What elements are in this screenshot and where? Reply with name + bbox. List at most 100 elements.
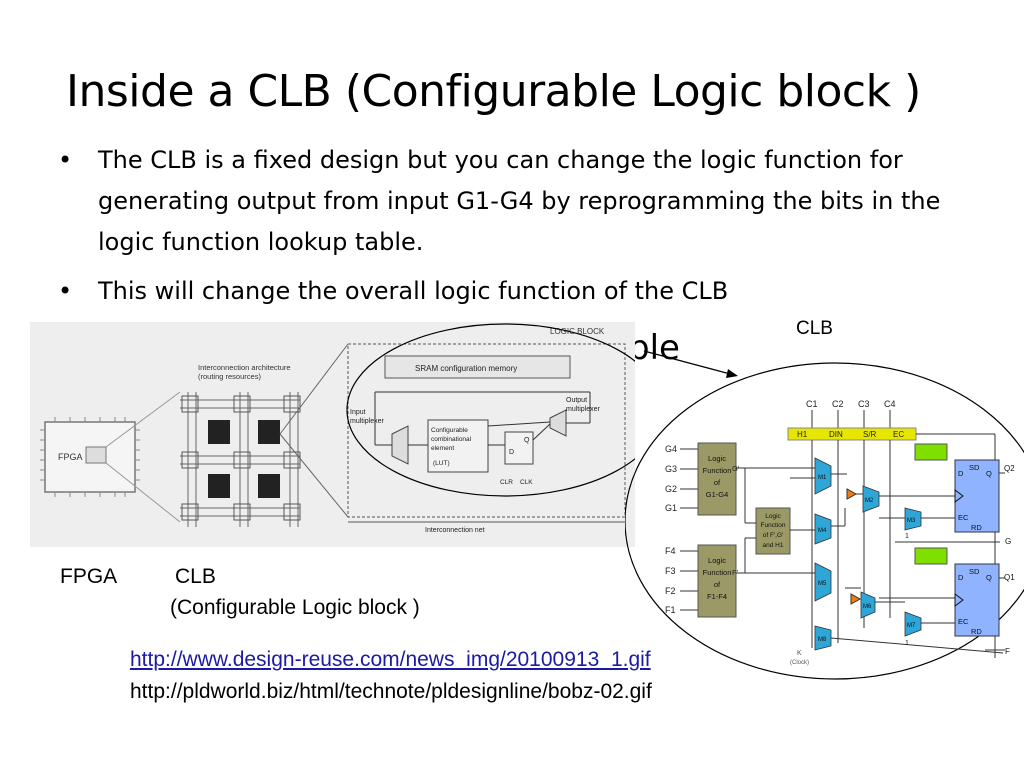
clock-label: K (797, 650, 802, 657)
obscured-text: ple (628, 328, 680, 368)
pointer-arrow (643, 350, 738, 378)
output-f: F (1005, 647, 1010, 656)
output-g: G (1005, 537, 1011, 546)
clr-label: CLR (500, 479, 513, 486)
ff2-d: D (958, 573, 964, 582)
output-q2: Q2 (1004, 464, 1015, 473)
mux-m5 (814, 562, 832, 602)
tri-buffer-1 (846, 488, 858, 500)
ff1-d: D (958, 469, 964, 478)
logic-block-label: LOGIC BLOCK (550, 327, 605, 336)
slide-title: Inside a CLB (Configurable Logic block ) (66, 66, 921, 117)
lut-f-line4: F1-F4 (707, 592, 727, 601)
clb-label: CLB (796, 318, 833, 339)
interconnect-arch-label: Interconnection architecture (198, 363, 291, 372)
mux-m2-label: M2 (865, 498, 874, 504)
output-mux-label-2: multiplexer (566, 406, 601, 413)
const-one-1: 1 (905, 533, 909, 540)
ff-q-label: Q (524, 437, 530, 444)
ctrl-sr: S/R (863, 430, 877, 439)
fpga-chip-label: FPGA (58, 452, 83, 462)
mux-m7 (904, 611, 922, 637)
flipflop-top: SD D Q EC RD (954, 459, 1000, 533)
ff2-q: Q (986, 573, 992, 582)
input-c4: C4 (884, 399, 896, 409)
mux-m1-label: M1 (818, 475, 827, 481)
mux-group (814, 457, 922, 651)
lut-g-line1: Logic (708, 454, 726, 463)
lut-g-line2: Function (703, 466, 732, 475)
input-f4: F4 (665, 546, 676, 556)
lut-label: (LUT) (433, 460, 450, 467)
f-prime-label: F' (732, 568, 739, 577)
source-link-1[interactable]: http://www.design-reuse.com/news_img/201… (130, 648, 651, 671)
lut-h (755, 507, 791, 555)
mux-m1 (814, 457, 832, 495)
mux-m8 (814, 625, 832, 651)
ctrl-ec: EC (893, 430, 904, 439)
const-one-2: 1 (905, 640, 909, 647)
clock-label-2: (Clock) (790, 660, 809, 666)
input-f3: F3 (665, 566, 676, 576)
sram-label: SRAM configuration memory (415, 364, 517, 373)
input-f2: F2 (665, 586, 676, 596)
g-prime-label: G' (732, 464, 740, 473)
lut-g (697, 442, 737, 516)
clk-label: CLK (520, 479, 533, 486)
mux-m5-label: M5 (818, 581, 827, 587)
lut-h-line1: Logic (765, 513, 781, 520)
tri-buffer-2 (850, 593, 862, 605)
mux-m3-label: M3 (907, 518, 916, 524)
mux-m7-label: M7 (907, 623, 916, 629)
mux-m2 (862, 485, 880, 513)
clb-squares (208, 420, 280, 498)
bullet-2: This will change the overall logic funct… (58, 271, 988, 312)
lut-h-line2: Function (761, 522, 786, 529)
mux-m6-label: M6 (863, 604, 872, 610)
mux-m4 (814, 513, 832, 545)
routing-grid (180, 392, 300, 527)
clb-caption: CLB (175, 565, 216, 588)
green-block-1 (914, 443, 948, 461)
clb-oval (625, 362, 1024, 680)
lut-g-line3: of (714, 478, 721, 487)
ff2-rd: RD (971, 627, 982, 636)
ff1-ec: EC (958, 513, 969, 522)
input-mux-label: Input (350, 409, 366, 416)
input-g2: G2 (665, 484, 677, 494)
input-f1: F1 (665, 605, 676, 615)
mux-m4-label: M4 (818, 528, 827, 534)
mux-m8-label: M8 (818, 637, 827, 643)
input-mux-label-2: multiplexer (350, 418, 385, 425)
mux-m6 (860, 591, 876, 619)
ff-d-label: D (509, 449, 514, 456)
lut-h-line3: of F',G' (763, 532, 784, 539)
input-g3: G3 (665, 464, 677, 474)
fpga-diagram: FPGA Interconnection architecture (routi… (30, 322, 635, 547)
routing-label: (routing resources) (198, 372, 261, 381)
output-mux-label: Output (566, 397, 587, 404)
ff1-sd: SD (969, 463, 980, 472)
mux-m3 (904, 507, 922, 531)
bullet-1: The CLB is a fixed design but you can ch… (58, 140, 988, 263)
bullet-list: The CLB is a fixed design but you can ch… (58, 140, 988, 320)
lut-h-line4: and H1 (763, 542, 784, 549)
ctrl-h1: H1 (797, 430, 808, 439)
lut-f (697, 544, 737, 618)
input-g4: G4 (665, 444, 677, 454)
lut-f-line3: of (714, 580, 721, 589)
element-label: element (431, 445, 454, 452)
lut-f-line1: Logic (708, 556, 726, 565)
input-c2: C2 (832, 399, 844, 409)
flipflop-bottom: SD D Q EC RD (954, 563, 1000, 637)
ff1-rd: RD (971, 523, 982, 532)
input-c3: C3 (858, 399, 870, 409)
clb-full-caption: (Configurable Logic block ) (170, 596, 420, 619)
highlight-oval (346, 323, 635, 497)
fpga-caption: FPGA (60, 565, 118, 588)
green-block-2 (914, 547, 948, 565)
lut-g-line4: G1-G4 (706, 490, 729, 499)
source-link-2: http://pldworld.biz/html/technote/pldesi… (130, 680, 652, 703)
combinational-label: combinational (431, 436, 472, 443)
input-g1: G1 (665, 503, 677, 513)
